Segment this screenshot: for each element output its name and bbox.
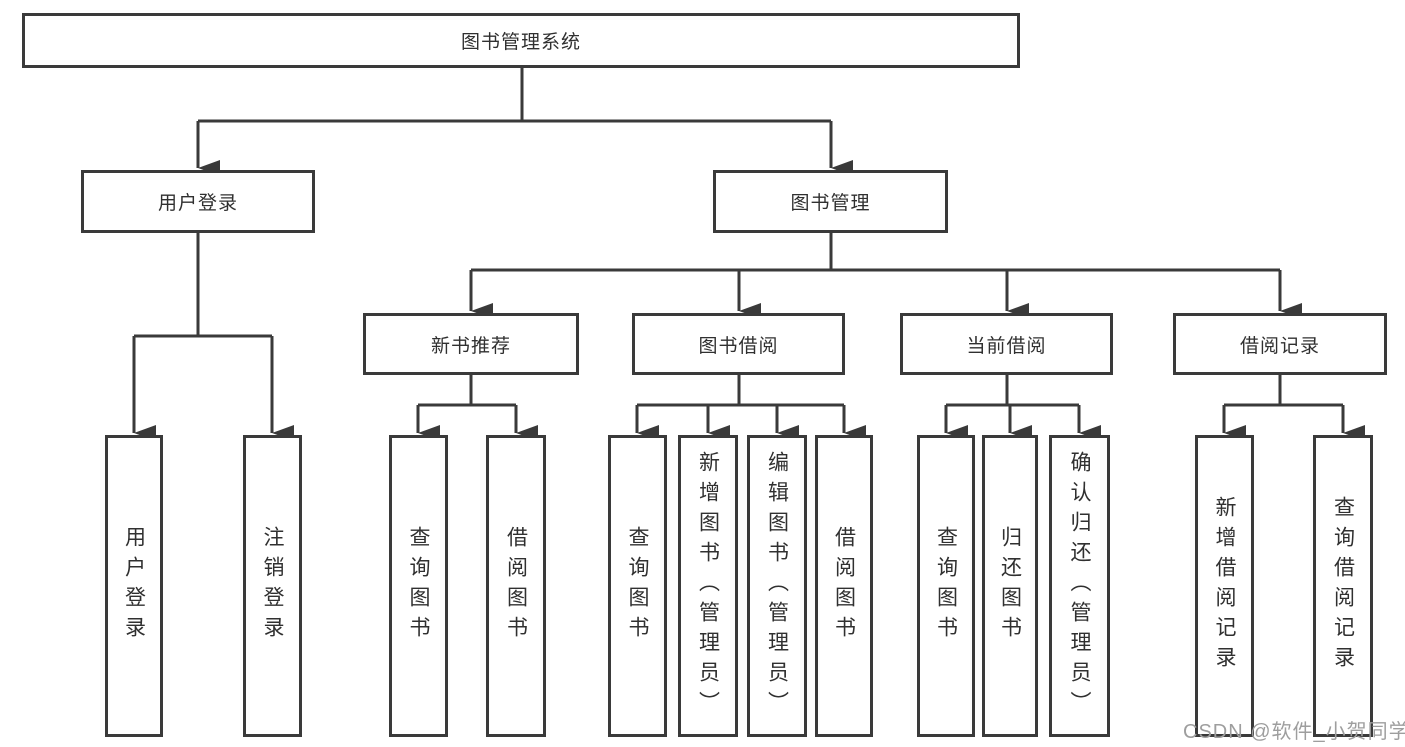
leaf-label: 借阅图书 <box>504 526 528 646</box>
node-root-library-system: 图书管理系统 <box>22 13 1020 68</box>
leaf-label: 借阅图书 <box>832 526 856 646</box>
leaf-label: 编辑图书（管理员） <box>765 451 789 721</box>
leaf-label: 新增图书（管理员） <box>696 451 720 721</box>
connector-group <box>132 68 1365 441</box>
leaf-label: 查询图书 <box>626 526 649 646</box>
node-current-borrow: 当前借阅 <box>900 313 1113 375</box>
leaf-label: 用户登录 <box>122 526 146 646</box>
leaf-query-books-recommend: 查询图书 <box>389 435 448 737</box>
node-borrow-records: 借阅记录 <box>1173 313 1387 375</box>
leaf-label: 新增借阅记录 <box>1213 496 1236 676</box>
leaf-label: 归还图书 <box>998 526 1022 646</box>
leaf-label: 注销登录 <box>261 526 284 646</box>
node-book-management: 图书管理 <box>713 170 948 233</box>
leaf-add-borrow-record: 新增借阅记录 <box>1195 435 1254 737</box>
csdn-watermark: CSDN @软件_小贺同学 <box>1183 721 1405 743</box>
leaf-query-books-current: 查询图书 <box>917 435 975 737</box>
leaf-label: 查询图书 <box>407 526 430 646</box>
node-new-book-recommend: 新书推荐 <box>363 313 579 375</box>
node-book-borrow: 图书借阅 <box>632 313 845 375</box>
leaf-add-book-admin: 新增图书（管理员） <box>678 435 738 737</box>
leaf-label: 查询图书 <box>934 526 958 646</box>
node-user-login: 用户登录 <box>81 170 315 233</box>
leaf-user-login: 用户登录 <box>105 435 163 737</box>
leaf-return-book: 归还图书 <box>982 435 1038 737</box>
leaf-borrow-books-recommend: 借阅图书 <box>486 435 546 737</box>
leaf-query-books-borrow: 查询图书 <box>608 435 667 737</box>
leaf-query-borrow-record: 查询借阅记录 <box>1313 435 1373 737</box>
leaf-borrow-books: 借阅图书 <box>815 435 873 737</box>
leaf-edit-book-admin: 编辑图书（管理员） <box>747 435 807 737</box>
leaf-confirm-return-admin: 确认归还（管理员） <box>1049 435 1110 737</box>
leaf-label: 确认归还（管理员） <box>1068 451 1091 721</box>
leaf-label: 查询借阅记录 <box>1331 496 1355 676</box>
leaf-logout: 注销登录 <box>243 435 302 737</box>
